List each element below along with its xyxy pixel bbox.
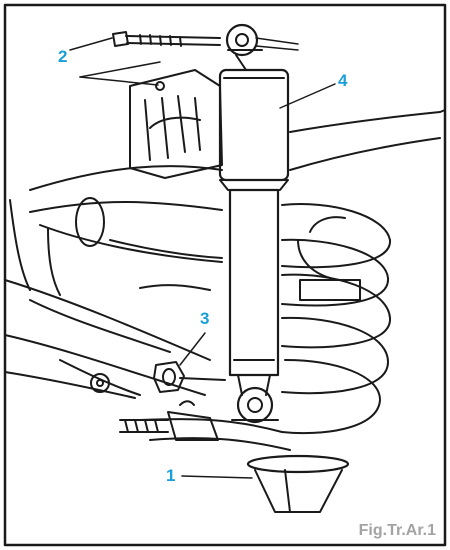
lower-bolt xyxy=(119,400,219,441)
callout-1: 1 xyxy=(166,466,176,485)
leader-lines xyxy=(69,37,336,479)
upper-bracket xyxy=(129,69,223,179)
coil-spring xyxy=(139,203,392,451)
figure-caption: Fig.Tr.Ar.1 xyxy=(358,522,436,539)
upper-bolt xyxy=(112,31,221,47)
figure-frame xyxy=(3,3,447,547)
body-panel xyxy=(289,109,446,171)
lower-nut xyxy=(153,361,226,393)
axle-arm xyxy=(9,165,223,296)
callout-2: 2 xyxy=(58,47,68,66)
shock-absorber xyxy=(218,23,290,424)
lower-arm xyxy=(4,279,211,399)
callout-3: 3 xyxy=(200,309,210,328)
callout-4: 4 xyxy=(338,71,348,90)
spring-seat xyxy=(246,454,350,513)
